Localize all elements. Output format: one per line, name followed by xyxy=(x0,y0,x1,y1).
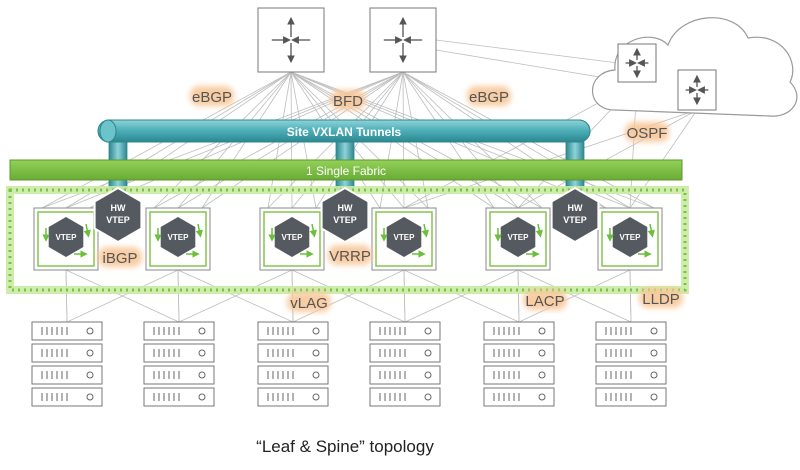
spine-router-icon xyxy=(257,7,325,73)
vlag-label-text: vLAG xyxy=(290,295,328,312)
vtep-label: VTEP xyxy=(168,233,190,242)
server-rack-icon xyxy=(31,321,103,407)
lldp-label-text: LLDP xyxy=(642,291,680,308)
leaf-switch: VTEP xyxy=(33,207,99,271)
vxlan-tunnel: Site VXLAN Tunnels xyxy=(97,119,591,143)
cloud-icon xyxy=(591,17,798,117)
spine-router-icon xyxy=(369,7,437,73)
ebgp-label-text: eBGP xyxy=(469,89,509,106)
vtep-label: VTEP xyxy=(282,233,304,242)
fabric-label: 1 Single Fabric xyxy=(306,164,386,178)
lacp-label: LACP xyxy=(523,290,567,310)
hw-vtep-hex-icon: HW VTEP xyxy=(93,186,143,244)
hw-vtep-hex-icon: HW VTEP xyxy=(320,186,370,244)
hw-vtep-label: HW xyxy=(338,203,353,213)
leaf-server-links xyxy=(65,269,632,323)
single-fabric-bar: 1 Single Fabric xyxy=(9,159,683,181)
ebgp-label-text: eBGP xyxy=(192,89,232,106)
vtep-hex-icon xyxy=(274,217,310,257)
bfd-label: BFD xyxy=(330,90,366,110)
ospf-label-text: OSPF xyxy=(627,125,668,142)
server-rack-icon xyxy=(483,321,555,407)
hw-vtep-label: HW xyxy=(111,203,126,213)
server-rack-icon xyxy=(595,321,667,407)
ebgp-label: eBGP xyxy=(190,86,234,106)
hw-vtep-hex-icon: HW VTEP xyxy=(550,186,600,244)
ebgp-label: eBGP xyxy=(467,86,511,106)
vlag-label: vLAG xyxy=(287,292,331,312)
vrrp-label: VRRP xyxy=(328,245,372,265)
vtep-label: VTEP xyxy=(394,233,416,242)
ibgp-label-text: iBGP xyxy=(102,250,137,267)
vtep-hex-icon xyxy=(386,217,422,257)
server-rack-icon xyxy=(143,321,215,407)
leaf-switch: VTEP xyxy=(597,207,663,271)
leaf-switch: VTEP xyxy=(371,207,437,271)
hw-vtep-label: VTEP xyxy=(563,215,587,225)
leaf-switch: VTEP xyxy=(145,207,211,271)
cloud-router-icon xyxy=(677,69,717,111)
vtep-label: VTEP xyxy=(508,233,530,242)
server-rack-icon xyxy=(257,321,329,407)
bfd-label-text: BFD xyxy=(333,93,363,110)
caption: “Leaf & Spine” topology xyxy=(256,437,434,456)
server-rack-icon xyxy=(369,321,441,407)
cloud-router-icon xyxy=(617,43,657,83)
vrrp-label-text: VRRP xyxy=(329,248,371,265)
vtep-hex-icon xyxy=(500,217,536,257)
vtep-hex-icon xyxy=(48,217,84,257)
vtep-label: VTEP xyxy=(620,233,642,242)
lacp-label-text: LACP xyxy=(525,293,564,310)
ibgp-label: iBGP xyxy=(98,247,142,267)
ospf-label: OSPF xyxy=(625,122,669,142)
leaf-switch: VTEP xyxy=(485,207,551,271)
lldp-label: LLDP xyxy=(639,288,683,308)
tunnel-label: Site VXLAN Tunnels xyxy=(287,125,402,139)
vtep-label: VTEP xyxy=(56,233,78,242)
vtep-hex-icon xyxy=(612,217,648,257)
hw-vtep-label: VTEP xyxy=(333,215,357,225)
vtep-hex-icon xyxy=(160,217,196,257)
hw-vtep-label: VTEP xyxy=(106,215,130,225)
leaf-switch: VTEP xyxy=(259,207,325,271)
hw-vtep-label: HW xyxy=(568,203,583,213)
